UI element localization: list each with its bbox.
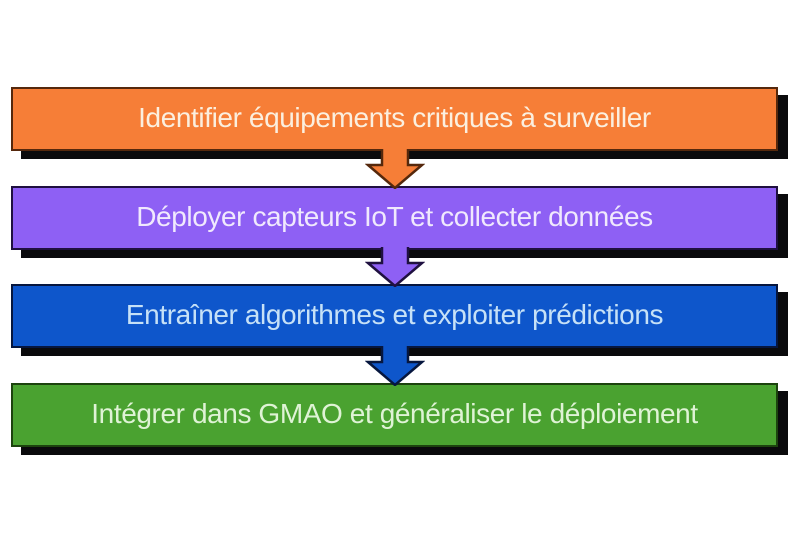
arrow-down-shape [365, 346, 425, 386]
step-label: Identifier équipements critiques à surve… [138, 102, 651, 133]
step-label: Intégrer dans GMAO et généraliser le dép… [91, 398, 698, 429]
arrow-down-shape [365, 247, 425, 287]
arrow-down-icon [365, 346, 425, 386]
step-bar-identify: Identifier équipements critiques à surve… [11, 87, 778, 151]
step-bar-integrate-gmao: Intégrer dans GMAO et généraliser le dép… [11, 383, 778, 447]
step-bar-train-algorithms: Entraîner algorithmes et exploiter prédi… [11, 284, 778, 348]
arrow-down-icon [365, 247, 425, 287]
step-label: Déployer capteurs IoT et collecter donné… [136, 201, 653, 232]
arrow-down-icon [365, 149, 425, 189]
arrow-down-shape [365, 149, 425, 189]
step-bar-deploy-sensors: Déployer capteurs IoT et collecter donné… [11, 186, 778, 250]
step-label: Entraîner algorithmes et exploiter prédi… [125, 299, 664, 330]
